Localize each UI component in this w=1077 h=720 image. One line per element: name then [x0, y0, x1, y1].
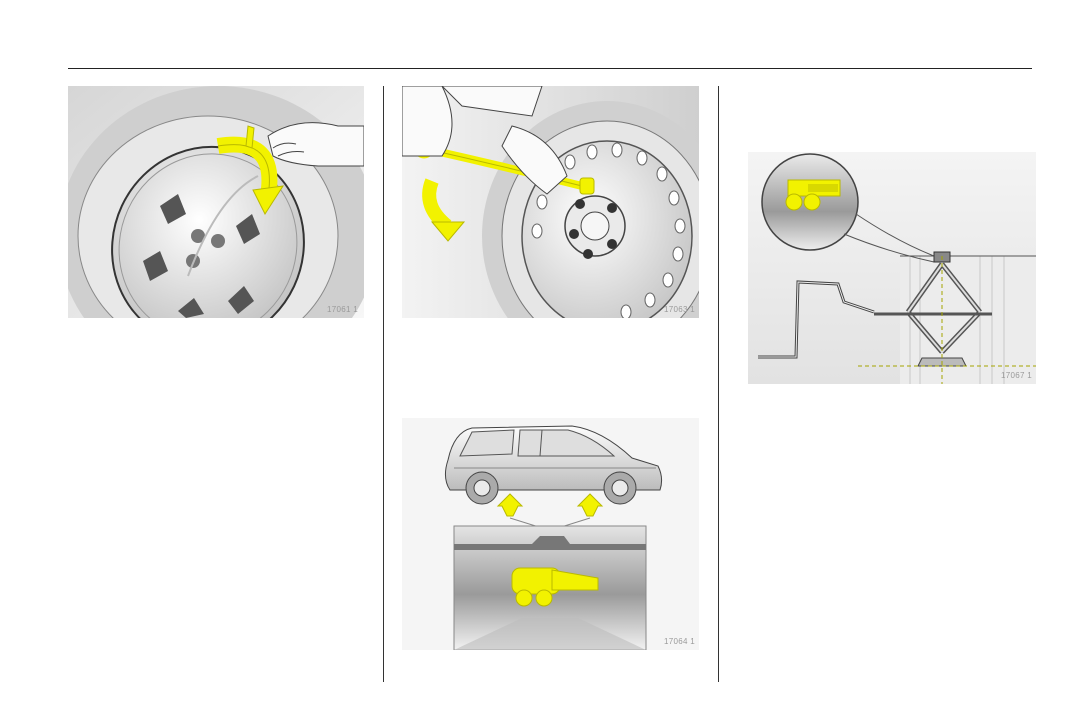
figure-code: 17061 1 — [327, 305, 358, 314]
figure-wheel-cover-removal: 17061 1 — [68, 86, 364, 318]
header-rule — [68, 68, 1032, 69]
figure-code: 17063 1 — [664, 305, 695, 314]
column-divider-right — [718, 86, 719, 682]
wheel-cover-illustration — [68, 86, 364, 318]
figure-jacking-points: 17064 1 — [402, 418, 699, 650]
jacking-points-illustration — [402, 418, 699, 650]
figure-code: 17067 1 — [1001, 371, 1032, 380]
figure-code: 17064 1 — [664, 637, 695, 646]
jack-positioning-illustration — [748, 152, 1036, 384]
figure-wheel-bolt-loosening: 17063 1 — [402, 86, 699, 318]
column-divider-left — [383, 86, 384, 682]
figure-jack-positioning: 17067 1 — [748, 152, 1036, 384]
wheel-bolts-illustration — [402, 86, 699, 318]
